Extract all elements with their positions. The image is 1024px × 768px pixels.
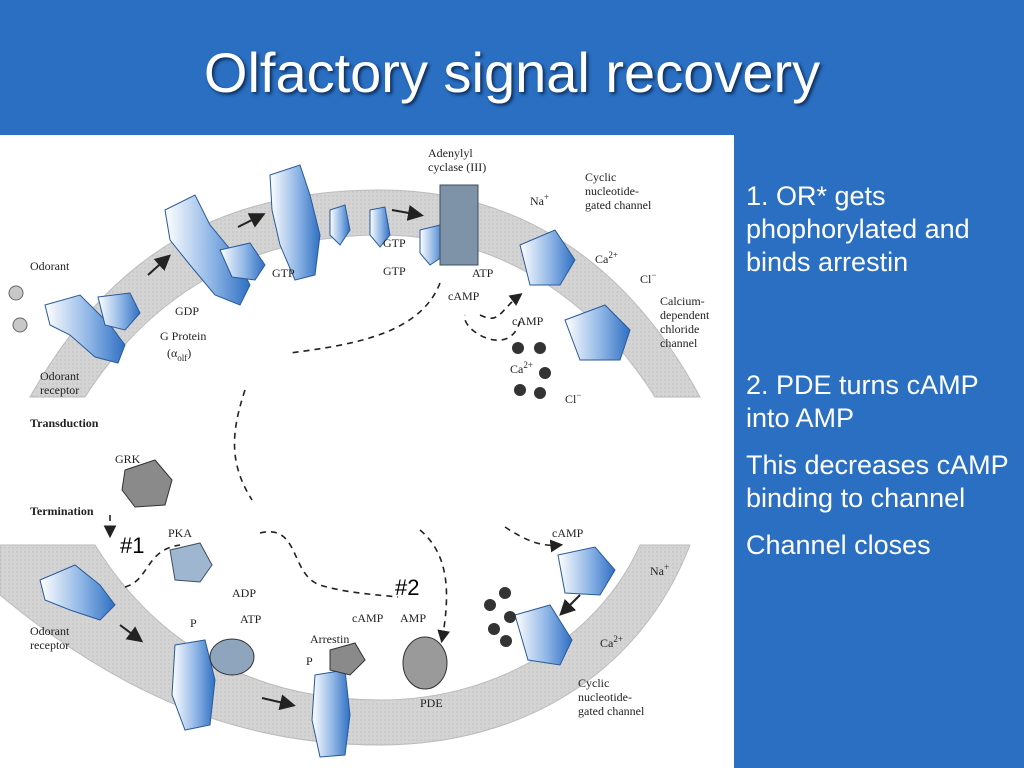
- marker-2: #2: [395, 575, 419, 600]
- label-gdp: GDP: [175, 304, 199, 318]
- label-cl-bottom: Cl−: [565, 390, 581, 406]
- label-ca-bottom-2: Ca2+: [600, 634, 623, 650]
- receptor-phosphorylated: [171, 639, 216, 731]
- label-gtp-1: GTP: [272, 266, 295, 280]
- label-odorant: Odorant: [30, 259, 70, 273]
- cng-channel-top: [519, 229, 576, 286]
- label-ca-bottom: Ca2+: [510, 360, 533, 376]
- odorant-receptor-bottom: [39, 564, 116, 621]
- slide-title: Olfactory signal recovery: [203, 41, 821, 104]
- label-na-top: Na+: [530, 192, 549, 208]
- arrestin: [329, 642, 366, 676]
- label-cng-1: Cyclic: [585, 170, 616, 184]
- g-protein-split: [219, 242, 266, 281]
- label-bottom-receptor-1: Odorant: [30, 624, 70, 638]
- label-chloride-3: chloride: [660, 322, 699, 336]
- label-camp-right: cAMP: [552, 526, 584, 540]
- label-bottom-cng-3: gated channel: [578, 704, 645, 718]
- note-1: 1. OR* gets phophorylated and binds arre…: [746, 181, 970, 277]
- olfactory-diagram: Odorant Odorant receptor GDP G Protein (…: [0, 135, 734, 768]
- label-atp-top: ATP: [472, 266, 494, 280]
- label-pka: PKA: [168, 526, 192, 540]
- label-bottom-cng-1: Cyclic: [578, 676, 609, 690]
- kinase-at-receptor: [209, 638, 255, 676]
- notes-panel: 1. OR* gets phophorylated and binds arre…: [746, 180, 1016, 562]
- note-4: Channel closes: [746, 530, 931, 560]
- label-g-protein: G Protein: [160, 329, 206, 343]
- label-camp-1: cAMP: [448, 289, 480, 303]
- note-3: This decreases cAMP binding to channel: [746, 450, 1009, 513]
- odorant-receptor-top: [44, 294, 126, 364]
- label-amp: AMP: [400, 611, 426, 625]
- label-bottom-cng-2: nucleotide-: [578, 690, 632, 704]
- receptor-arrestin: [311, 669, 351, 758]
- label-adenylyl-1: Adenylyl: [428, 146, 473, 160]
- label-camp-2: cAMP: [512, 314, 544, 328]
- label-termination: Termination: [30, 504, 94, 518]
- label-arrestin: Arrestin: [310, 632, 349, 646]
- label-gtp-3: GTP: [383, 264, 406, 278]
- label-cng-2: nucleotide-: [585, 184, 639, 198]
- odorant-molecules: [8, 285, 28, 333]
- ions: [512, 342, 551, 399]
- g-alpha-3: [419, 224, 446, 266]
- label-odorant-receptor-2: receptor: [40, 383, 79, 397]
- pka: [169, 542, 213, 583]
- bottom-ions: [484, 587, 516, 647]
- label-adenylyl-2: cyclase (III): [428, 160, 486, 174]
- g-alpha-2: [369, 206, 391, 248]
- label-chloride-1: Calcium-: [660, 294, 705, 308]
- label-chloride-4: channel: [660, 336, 698, 350]
- g-protein-top: [97, 292, 141, 331]
- label-odorant-receptor-1: Odorant: [40, 369, 80, 383]
- label-chloride-2: dependent: [660, 308, 710, 322]
- receptor-activated: [164, 194, 251, 306]
- g-alpha: [329, 204, 351, 246]
- label-transduction: Transduction: [30, 416, 99, 430]
- cng-channel-bottom: [557, 546, 616, 596]
- marker-1: #1: [120, 533, 144, 558]
- label-na-bottom: Na+: [650, 562, 669, 578]
- grk: [121, 459, 173, 508]
- label-cl-top: Cl−: [640, 270, 656, 286]
- label-g-alpha-olf: (αolf): [167, 346, 191, 363]
- label-adp: ADP: [232, 586, 256, 600]
- label-bottom-receptor-2: receptor: [30, 638, 69, 652]
- label-camp-left: cAMP: [352, 611, 384, 625]
- label-gtp-2: GTP: [383, 236, 406, 250]
- chloride-channel: [564, 304, 631, 361]
- label-pde: PDE: [420, 696, 443, 710]
- label-ca-top: Ca2+: [595, 250, 618, 266]
- pde: [402, 636, 448, 690]
- adenylyl-cyclase: [439, 184, 479, 266]
- label-p-2: P: [306, 654, 313, 668]
- label-grk: GRK: [115, 452, 141, 466]
- label-cng-3: gated channel: [585, 198, 652, 212]
- receptor-top-2: [269, 164, 321, 281]
- note-2: 2. PDE turns cAMP into AMP: [746, 370, 979, 433]
- label-atp-bottom: ATP: [240, 612, 262, 626]
- cng-channel-bottom-2: [514, 604, 573, 666]
- label-p-1: P: [190, 616, 197, 630]
- diagram-svg: Odorant Odorant receptor GDP G Protein (…: [0, 146, 710, 758]
